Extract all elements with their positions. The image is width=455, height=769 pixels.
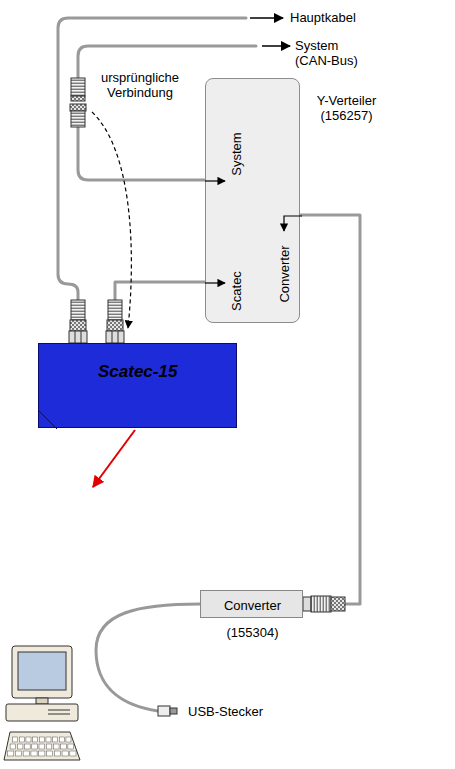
keyboard-key: [15, 751, 21, 756]
keyboard-key: [68, 744, 74, 749]
cable-connector: [115, 282, 205, 343]
cable-label: Hauptkabel: [290, 10, 356, 25]
computer-icon: [6, 704, 78, 721]
plug-connector: [81, 331, 82, 343]
plug-connector: [112, 331, 113, 343]
housing-edge: [39, 344, 238, 429]
plug-connector: [106, 331, 124, 343]
keyboard-key: [17, 744, 23, 749]
original-connection-arrow: [92, 112, 131, 328]
computer-icon: [18, 652, 66, 690]
computer-icon: [4, 732, 80, 760]
keyboard-key: [33, 737, 38, 742]
port-arrow: [284, 216, 302, 231]
plug-connector: [70, 104, 86, 111]
plug-label: USB-Stecker: [188, 704, 263, 719]
keyboard-key: [53, 744, 59, 749]
plug-connector: [303, 597, 311, 611]
port-label: System: [229, 132, 244, 175]
computer-icon: [4, 646, 80, 760]
keyboard-key: [23, 751, 29, 756]
part-label: Y-Verteiler (156257): [304, 93, 389, 123]
keyboard-key: [8, 751, 14, 756]
plug-connector: [107, 320, 123, 331]
keyboard-key: [39, 744, 45, 749]
keyboard-key: [61, 744, 67, 749]
keyboard-key: [62, 751, 68, 756]
keyboard-key: [46, 751, 52, 756]
keyboard-key: [66, 737, 71, 742]
computer-icon: [48, 710, 70, 711]
plug-connector: [71, 78, 85, 96]
plug-connector: [331, 597, 345, 611]
pointer-arrow: [93, 430, 135, 487]
keyboard-key: [13, 737, 18, 742]
keyboard-key: [19, 737, 24, 742]
cable-connector: [300, 215, 360, 604]
plug-connector: [311, 596, 331, 612]
usb-plug: [158, 706, 170, 716]
note-label: ursprüngliche Verbindung: [95, 70, 185, 100]
device-name: Scatec-15: [98, 362, 177, 382]
keyboard-key: [46, 744, 52, 749]
converter-box: Converter(155304): [200, 590, 303, 618]
usb-plug: [170, 708, 177, 714]
keyboard-keys: [8, 737, 76, 756]
plug-connector: [118, 331, 119, 343]
keyboard-key: [39, 751, 45, 756]
plug-connector: [108, 300, 122, 320]
computer-icon: [48, 714, 70, 715]
plug-connector: [75, 331, 76, 343]
port-label: Converter: [277, 245, 292, 302]
keyboard-key: [46, 737, 51, 742]
keyboard-key: [25, 744, 31, 749]
y-distributor-box: Y-Verteiler (156257)SystemScatecConverte…: [205, 78, 300, 323]
computer-icon: [12, 646, 72, 698]
computer-icon: [36, 698, 48, 704]
port-label: Scatec: [229, 271, 244, 311]
plug-connector: [71, 300, 85, 320]
cable: [96, 604, 200, 711]
device-name: Converter: [224, 598, 281, 613]
keyboard-key: [26, 737, 31, 742]
device-box: Scatec-15: [38, 343, 237, 428]
direction-arrow: [250, 17, 283, 19]
keyboard-key: [54, 751, 60, 756]
direction-arrow: [262, 45, 290, 47]
plug-connector: [71, 111, 85, 127]
keyboard-key: [32, 744, 38, 749]
keyboard-key: [59, 737, 64, 742]
keyboard-key: [70, 751, 76, 756]
keyboard-key: [10, 744, 16, 749]
keyboard-key: [53, 737, 58, 742]
direction-arrow: [250, 18, 290, 46]
keyboard-key: [31, 751, 37, 756]
port-arrow: [205, 180, 225, 181]
housing-edge: [39, 411, 57, 429]
usb-plug: [158, 706, 177, 716]
part-number: (155304): [226, 625, 278, 640]
keyboard-key: [39, 737, 44, 742]
plug-connector: [70, 320, 86, 331]
cable: [78, 127, 205, 180]
plug-connector: [71, 96, 85, 101]
cable-label: System (CAN-Bus): [295, 38, 373, 68]
port-arrow: [205, 282, 225, 283]
plug-connector: [69, 331, 87, 343]
